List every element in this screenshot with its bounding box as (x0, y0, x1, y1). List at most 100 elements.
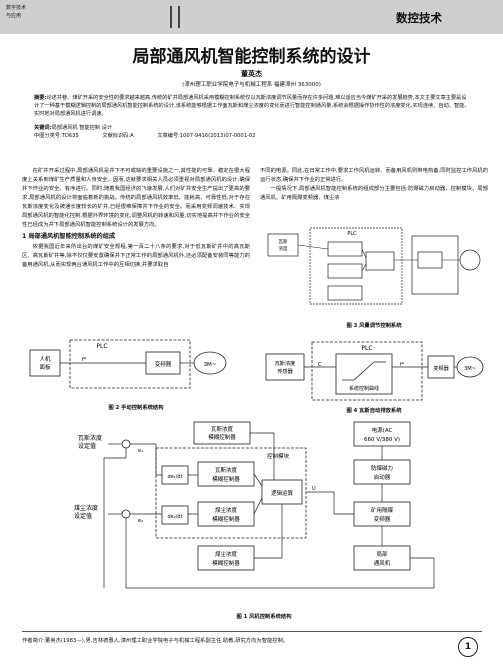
fig1-sum-node-2 (121, 509, 131, 519)
abstract-text: 论述井巷、煤矿开采的安全性的要求越来越高,传统的矿井局部通风机采用模糊控制系统仅… (34, 95, 470, 117)
article-meta: 关键词:局部通风机 智能控制 设计 中图分类号:TD635 文献标识码:A 文章… (34, 124, 470, 140)
author-name: 董英杰 (241, 70, 262, 78)
article-number: 文章编号:1007-9416(2013)07-0001-02 (157, 133, 256, 139)
doc-code: 文献标识码:A (102, 133, 134, 139)
figure-1-diagram: 瓦斯浓度 设定值 煤尘浓度 设定值 e₁ e₂ 瓦斯浓度 模糊控制器 控制模块 … (74, 421, 435, 589)
right-column: 不同的电源。同此,在日常工作中,要求工作风机运转、而备用风机则带电热备,同时监控… (260, 167, 488, 203)
figure-3-caption: 图 3 风量调节控制系统 (346, 323, 402, 329)
fig1-vfd-label-1: 矿用隔爆 (371, 506, 394, 514)
fig1-sum-node-1 (121, 439, 131, 449)
fig1-starter-label-1: 防爆磁力 (371, 464, 393, 472)
keywords-label: 关键词: (34, 125, 52, 131)
left-column: 在矿井开采过程中,局部通风机是井下不可或缺的重要设施之一,其性能的可靠、稳定在很… (22, 167, 250, 270)
fig1-gas-fuzzy-label-2: 模糊控制器 (212, 475, 240, 483)
figure-4-diagram: 瓦斯浓度 传感器 PLC C 系统控制曲线 f* 变频器 3M~ (265, 341, 484, 401)
fig1-gas-setpoint-2: 设定值 (78, 442, 96, 450)
fig3-vfd-box (417, 251, 443, 269)
fig4-control-curve (342, 361, 386, 381)
fig1-fan-label-1: 局部 (376, 550, 388, 558)
fig1-gas-fuzzy-label-1: 瓦斯浓度 (215, 466, 238, 474)
fig1-dedt1-label: de₁/dt (167, 474, 182, 480)
fig3-block-3 (365, 251, 395, 271)
fig4-c-label: C (318, 362, 322, 368)
fig1-fan-box (353, 545, 411, 571)
clc-number: 中图分类号:TD635 (34, 133, 79, 139)
fig1-u-label: U (312, 486, 316, 492)
fig3-block-1 (327, 241, 363, 257)
right-paragraph-2: 一般情况下,局部通风机智能控制系统的组成部分主要包括:防爆磁力启动器、控制模块、… (260, 186, 488, 201)
article-title: 局部通风机智能控制系统的设计 (132, 47, 371, 67)
header-divider-bars (170, 6, 190, 28)
fig2-manual-label-1: 人机 (39, 355, 51, 363)
section-title: 数控技术 (396, 11, 442, 25)
fig1-dust-fuzzy-bottom-label-2: 模糊控制器 (212, 559, 240, 567)
keywords: 局部通风机 智能控制 设计 (51, 125, 113, 131)
fig1-dust-fuzzy-box (197, 501, 255, 527)
fig4-plc-frame (311, 341, 423, 401)
fig4-f-label: f* (400, 362, 405, 368)
fig1-fan-label-2: 通风机 (374, 559, 391, 567)
fig4-curve-label: 系统控制曲线 (349, 385, 379, 392)
fig1-dust-fuzzy-bottom-box (197, 545, 255, 571)
fig3-block-4 (327, 285, 363, 301)
fig4-sensor-label-1: 瓦斯浓度 (275, 359, 296, 367)
author-bio-footnote: 作者简介:董英杰(1983—),男,吉林德惠人,漳州理工职业学院电子与机械工程系… (22, 638, 289, 644)
fig2-manual-label-2: 面板 (39, 363, 51, 371)
right-paragraph-1: 不同的电源。同此,在日常工作中,要求工作风机运转、而备用风机则带电热备,同时监控… (260, 168, 488, 183)
fig3-gas-box (267, 233, 299, 257)
fig4-motor-label: 3M~ (464, 366, 476, 372)
page-header (0, 0, 503, 34)
fig1-dust-fuzzy-bottom-label-1: 煤尘浓度 (215, 550, 238, 558)
fig3-gas-label-2: 浓度 (279, 245, 288, 252)
fig4-plc-label: PLC (361, 345, 372, 352)
fig3-plc-label: PLC (347, 231, 357, 237)
footnote-divider (22, 631, 482, 632)
abstract-label: 摘要: (34, 95, 47, 101)
fig1-gas-setpoint-1: 瓦斯浓度 (78, 434, 102, 442)
fig1-dust-fuzzy-label-1: 煤尘浓度 (215, 506, 238, 514)
fig4-curve-box (335, 353, 393, 395)
fig3-plc-frame (309, 227, 403, 305)
fig1-dedt2-box (161, 505, 189, 525)
fig2-plc-label: PLC (96, 343, 107, 350)
journal-name-line1: 数字技术 (6, 5, 27, 11)
fig1-dust-setpoint-2: 设定值 (74, 512, 92, 520)
fig2-vfd-label: 变频器 (155, 360, 172, 368)
figure-1-caption: 图 1 风机控制系统结构 (236, 614, 292, 620)
fig1-dust-setpoint-1: 煤尘浓度 (74, 504, 98, 512)
fig1-starter-label-2: 启动器 (374, 473, 391, 481)
fig1-logic-label: 逻辑运算 (271, 489, 294, 497)
fig3-block-2 (327, 263, 363, 279)
fig2-manual-panel (29, 349, 61, 377)
fig1-power-label-1: 电源(AC (372, 426, 393, 434)
figure-2-diagram: 人机 面板 PLC f* 变频器 3M~ (29, 339, 227, 389)
abstract: 摘要:论述井巷、煤矿开采的安全性的要求越来越高,传统的矿井局部通风机采用模糊控制… (34, 94, 470, 118)
fig1-vfd-label-2: 变频器 (374, 515, 391, 523)
fig1-gas-fuzzy-top-label-2: 模糊控制器 (208, 433, 236, 441)
figure-2-caption: 图 2 手动控制系统结构 (108, 405, 164, 411)
fig1-e1-label: e₁ (138, 448, 143, 454)
affiliation: (漳州理工职业学院电子与机械工程系 福建漳州 363000) (182, 82, 321, 88)
fig4-vfd-label: 变频器 (433, 364, 449, 372)
figure-4-caption: 图 4 瓦斯自动排放系统 (346, 408, 402, 414)
fig1-power-label-2: 660 V/380 V) (364, 437, 400, 443)
fig3-gas-label: 瓦斯 (279, 238, 288, 245)
journal-logo: 数字技术 与应用 (6, 4, 46, 30)
fig1-dedt2-label: de₂/dt (167, 514, 182, 520)
fig1-dust-fuzzy-label-2: 模糊控制器 (212, 515, 240, 523)
journal-name-line2: 与应用 (6, 13, 22, 19)
fig3-vfd-frame (411, 235, 459, 295)
section-heading-1: 1 局部通风机智能控制系统的组成 (22, 233, 116, 240)
left-paragraph-2: 依据我国近年来所出台的煤矿安全规程,第一百二十八条的要求,对于低瓦斯矿井中的高瓦… (22, 244, 250, 268)
fig4-sensor-label-2: 传感器 (277, 367, 293, 375)
fig1-starter-box (353, 459, 411, 485)
fig1-gas-fuzzy-box (197, 461, 255, 487)
fig3-motor (459, 249, 481, 271)
fig1-connections (103, 432, 435, 589)
fig1-gas-fuzzy-top-label-1: 瓦斯浓度 (211, 425, 234, 433)
fig2-plc-frame (69, 339, 191, 389)
fig1-e2-label: e₂ (138, 518, 143, 524)
fig2-motor-label: 3M~ (204, 362, 217, 368)
figure-3-diagram: 瓦斯 浓度 PLC (267, 227, 481, 305)
left-paragraph-1: 在矿井开采过程中,局部通风机是井下不可或缺的重要设施之一,其性能的可靠、稳定在很… (22, 168, 250, 228)
